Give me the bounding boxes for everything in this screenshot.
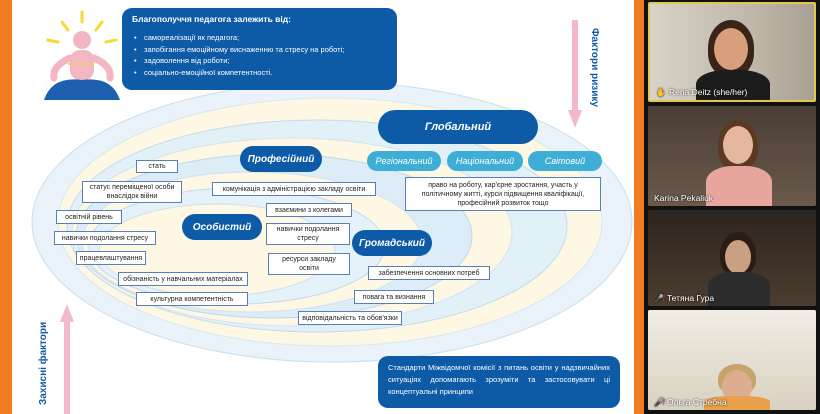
- tag-resources: ресурси закладу освіти: [268, 253, 350, 275]
- tag-education: освітній рівень: [56, 210, 122, 224]
- level-professional: Професійний: [240, 146, 322, 172]
- level-world: Світовий: [528, 151, 602, 171]
- tag-basic-needs: забезпечення основних потреб: [368, 266, 490, 280]
- level-global: Глобальний: [378, 110, 538, 144]
- video-tile-olha[interactable]: 🎤̸Ольга Стребна: [648, 310, 816, 410]
- tag-culture: культурна компетентність: [136, 292, 248, 306]
- tag-materials: обізнаність у навчальних матеріалах: [118, 272, 248, 286]
- tag-responsibility: відповідальність та обов'язки: [298, 311, 402, 325]
- tag-gender: стать: [136, 160, 178, 173]
- participant-name: Karina Pekaliuk: [654, 193, 714, 203]
- wellbeing-item: соціально-емоційної компетентності.: [132, 67, 387, 79]
- tag-respect: повага та визнання: [354, 290, 434, 304]
- risk-down-arrow-icon: [568, 20, 582, 128]
- wellbeing-title: Благополуччя педагога залежить від:: [132, 14, 291, 24]
- microphone-muted-icon: 🎤̸: [654, 293, 664, 303]
- wellbeing-item: запобігання емоційному виснаженню та стр…: [132, 44, 387, 56]
- wellbeing-item: задоволення від роботи;: [132, 55, 387, 67]
- level-regional: Регіональний: [367, 151, 441, 171]
- tag-displaced: статус переміщеної особи внаслідок війни: [82, 181, 182, 203]
- participant-name: ✋Rena Deitz (she/her): [656, 87, 748, 97]
- protective-factors-label: Захисні фактори: [38, 321, 49, 405]
- right-orange-bar: [634, 0, 644, 414]
- tag-diligence: працевлаштування: [76, 251, 146, 265]
- tag-rights: право на роботу, кар'єрне зростання, уча…: [405, 177, 601, 211]
- wellbeing-list: самореалізації як педагога; запобігання …: [132, 32, 387, 78]
- video-participants-panel: ✋Rena Deitz (she/her) Karina Pekaliuk 🎤̸…: [644, 0, 820, 414]
- participant-name: 🎤̸Тетяна Гура: [654, 293, 715, 303]
- standards-box: Стандарти Міжвідомчої комісії з питань о…: [378, 356, 620, 408]
- tag-stress-skills: навички подолання стресу: [54, 231, 156, 245]
- meditation-figure-icon: [44, 10, 120, 100]
- video-tile-karina[interactable]: Karina Pekaliuk: [648, 106, 816, 206]
- wellbeing-item: самореалізації як педагога;: [132, 32, 387, 44]
- video-tile-rena[interactable]: ✋Rena Deitz (she/her): [648, 2, 816, 102]
- microphone-muted-icon: 🎤̸: [654, 397, 664, 407]
- risk-factors-label: Фактори ризику: [589, 28, 600, 107]
- level-national: Національний: [447, 151, 523, 171]
- presentation-slide: Благополуччя педагога залежить від: само…: [12, 0, 642, 414]
- wellbeing-factors-box: Благополуччя педагога залежить від: само…: [122, 8, 397, 90]
- tag-colleagues: взаємини з колегами: [266, 203, 352, 217]
- level-community: Громадський: [352, 230, 432, 256]
- video-tile-tetiana[interactable]: 🎤̸Тетяна Гура: [648, 210, 816, 306]
- protective-up-arrow-icon: [60, 304, 74, 414]
- tag-stress-skills-2: навички подолання стресу: [266, 223, 350, 245]
- left-orange-bar: [0, 0, 12, 414]
- level-personal: Особистий: [182, 214, 262, 240]
- tag-admin: комунікація з адміністрацією закладу осв…: [212, 182, 376, 196]
- participant-name: 🎤̸Ольга Стребна: [654, 397, 727, 407]
